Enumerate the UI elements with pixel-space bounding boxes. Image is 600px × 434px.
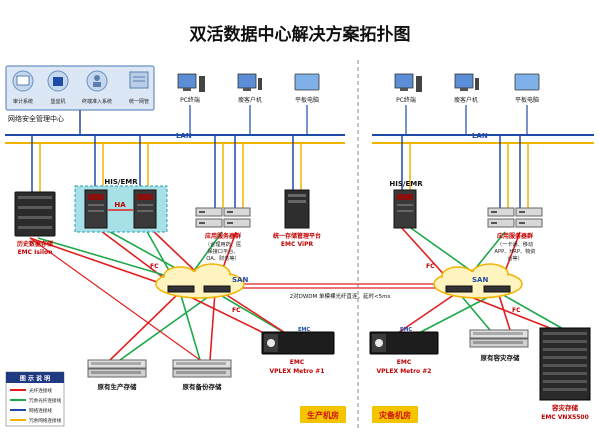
left-san-switch-a-icon	[167, 285, 195, 293]
left-tablet-label: 平板电脑	[295, 96, 319, 104]
vplex1-brand: EMC	[298, 327, 310, 333]
right-tablet-icon	[514, 73, 540, 91]
right-thin-client-label: 瘦客户机	[454, 96, 478, 104]
unified-nms-icon	[129, 71, 149, 89]
left-app-cluster-line1: （合理用药、医	[205, 240, 241, 248]
vplex2-brand: EMC	[400, 327, 412, 333]
left-san-cloud-icon	[155, 263, 245, 299]
history-storage-model: EMC Isilon	[18, 249, 53, 256]
history-storage-icon	[14, 191, 56, 237]
lan-bus-right	[372, 134, 594, 144]
legend-item-blue: 网络连接线	[29, 407, 52, 414]
vplex2-label: EMC	[397, 359, 412, 366]
legend-item-green: 冗余光纤连接线	[29, 397, 62, 404]
mgmt-system-access: 终端准入系统	[82, 98, 112, 105]
production-room-badge: 生产机房	[300, 406, 346, 423]
left-san-label: SAN	[232, 276, 248, 284]
ha-label: HA	[114, 201, 126, 209]
backup-storage-icon	[172, 359, 232, 378]
right-san-switch-b-icon	[483, 285, 511, 293]
left-app-cluster-line3: OA、财务等）	[206, 254, 239, 262]
fc-label-right-b: FC	[512, 307, 521, 314]
audit-system-icon	[12, 70, 34, 92]
left-his-emr-label: HIS/EMR	[104, 178, 138, 186]
dr-room-badge: 灾备机房	[372, 406, 418, 423]
mgmt-center-label: 网络安全管理中心	[8, 114, 64, 123]
left-fc-links	[29, 227, 291, 361]
old-dr-storage-icon	[469, 329, 529, 348]
lan-bus-left	[5, 134, 345, 144]
vplex1-icon	[261, 331, 335, 355]
left-app-cluster-line2: 保接口平台、	[207, 247, 238, 255]
vipr-label: 统一存储管理平台	[273, 232, 321, 240]
left-tablet-icon	[294, 73, 320, 91]
left-pc-terminal-icon	[177, 73, 205, 92]
lan-label-right: LAN	[472, 132, 488, 140]
left-thin-client-label: 瘦客户机	[238, 96, 262, 104]
left-pc-label: PC终端	[180, 96, 200, 104]
vplex2-model: VPLEX Metro #2	[377, 368, 432, 375]
history-storage-label: 历史数据存储	[17, 240, 53, 248]
legend: 图 示 说 明 光纤连接线 冗余光纤连接线 网络连接线 冗余网络连接线	[5, 371, 65, 427]
right-pc-label: PC终端	[396, 96, 416, 104]
left-lan-drops	[31, 135, 302, 208]
legend-title: 图 示 说 明	[20, 375, 50, 383]
right-app-cluster-line1: （一卡通、移动	[497, 240, 533, 248]
left-app-cluster-title: 应用服务器群	[205, 232, 241, 240]
right-app-cluster-line3: 合等）	[507, 254, 523, 262]
prod-storage-label: 原有生产存储	[98, 382, 138, 391]
mgmt-center: 审计系统 堡垒机 终端准入系统 统一网管	[5, 65, 155, 111]
right-his-server-icon	[393, 189, 417, 229]
right-app-servers-icon	[487, 207, 543, 228]
lan-label-left: LAN	[176, 132, 192, 140]
prod-storage-icon	[87, 359, 147, 378]
backup-storage-label: 原有备份存储	[183, 382, 223, 391]
mgmt-system-audit: 审计系统	[13, 98, 33, 105]
dr-storage-model: EMC VNX5500	[541, 414, 589, 421]
right-lan-drops	[401, 135, 529, 208]
access-control-icon	[86, 70, 108, 92]
right-pc-terminal-icon	[394, 73, 422, 92]
vnx5500-icon	[539, 327, 591, 401]
legend-item-red: 光纤连接线	[29, 387, 52, 394]
fc-label-right-a: FC	[426, 263, 435, 270]
right-app-cluster-line2: APP、HRP、物资	[494, 247, 535, 255]
diagram-title: 双活数据中心解决方案拓扑图	[190, 24, 411, 45]
vplex1-model: VPLEX Metro #1	[270, 368, 325, 375]
right-thin-client-icon	[454, 73, 479, 91]
right-tablet-label: 平板电脑	[515, 96, 539, 104]
dwdm-link	[235, 283, 440, 289]
dr-room-label: 灾备机房	[379, 410, 411, 420]
left-his-server-a-icon	[84, 189, 108, 229]
left-thin-client-icon	[237, 73, 262, 91]
right-san-switch-a-icon	[445, 285, 473, 293]
vplex2-icon	[369, 331, 439, 355]
fc-label-left-b: FC	[232, 307, 241, 314]
production-room-label: 生产机房	[307, 410, 339, 420]
old-dr-storage-label: 原有容灾存储	[481, 353, 521, 362]
left-app-servers-icon	[195, 207, 251, 228]
fc-label-left-a: FC	[150, 263, 159, 270]
mgmt-system-nms: 统一网管	[129, 98, 149, 105]
right-san-label: SAN	[472, 276, 488, 284]
mgmt-system-bastion: 堡垒机	[50, 98, 65, 105]
vipr-server-icon	[284, 189, 310, 229]
vipr-model: EMC ViPR	[281, 241, 314, 248]
dwdm-link-label: 2对DWDM 单模裸光纤直连，延时<5ms	[290, 292, 391, 300]
right-app-cluster-title: 应用服务器群	[497, 232, 533, 240]
legend-item-yellow: 冗余网络连接线	[29, 417, 62, 424]
vplex1-label: EMC	[290, 359, 305, 366]
dr-storage-label: 容灾存储	[551, 403, 579, 412]
left-his-server-b-icon	[133, 189, 157, 229]
bastion-host-icon	[47, 70, 69, 92]
right-his-emr-label: HIS/EMR	[389, 180, 423, 188]
left-san-switch-b-icon	[203, 285, 231, 293]
